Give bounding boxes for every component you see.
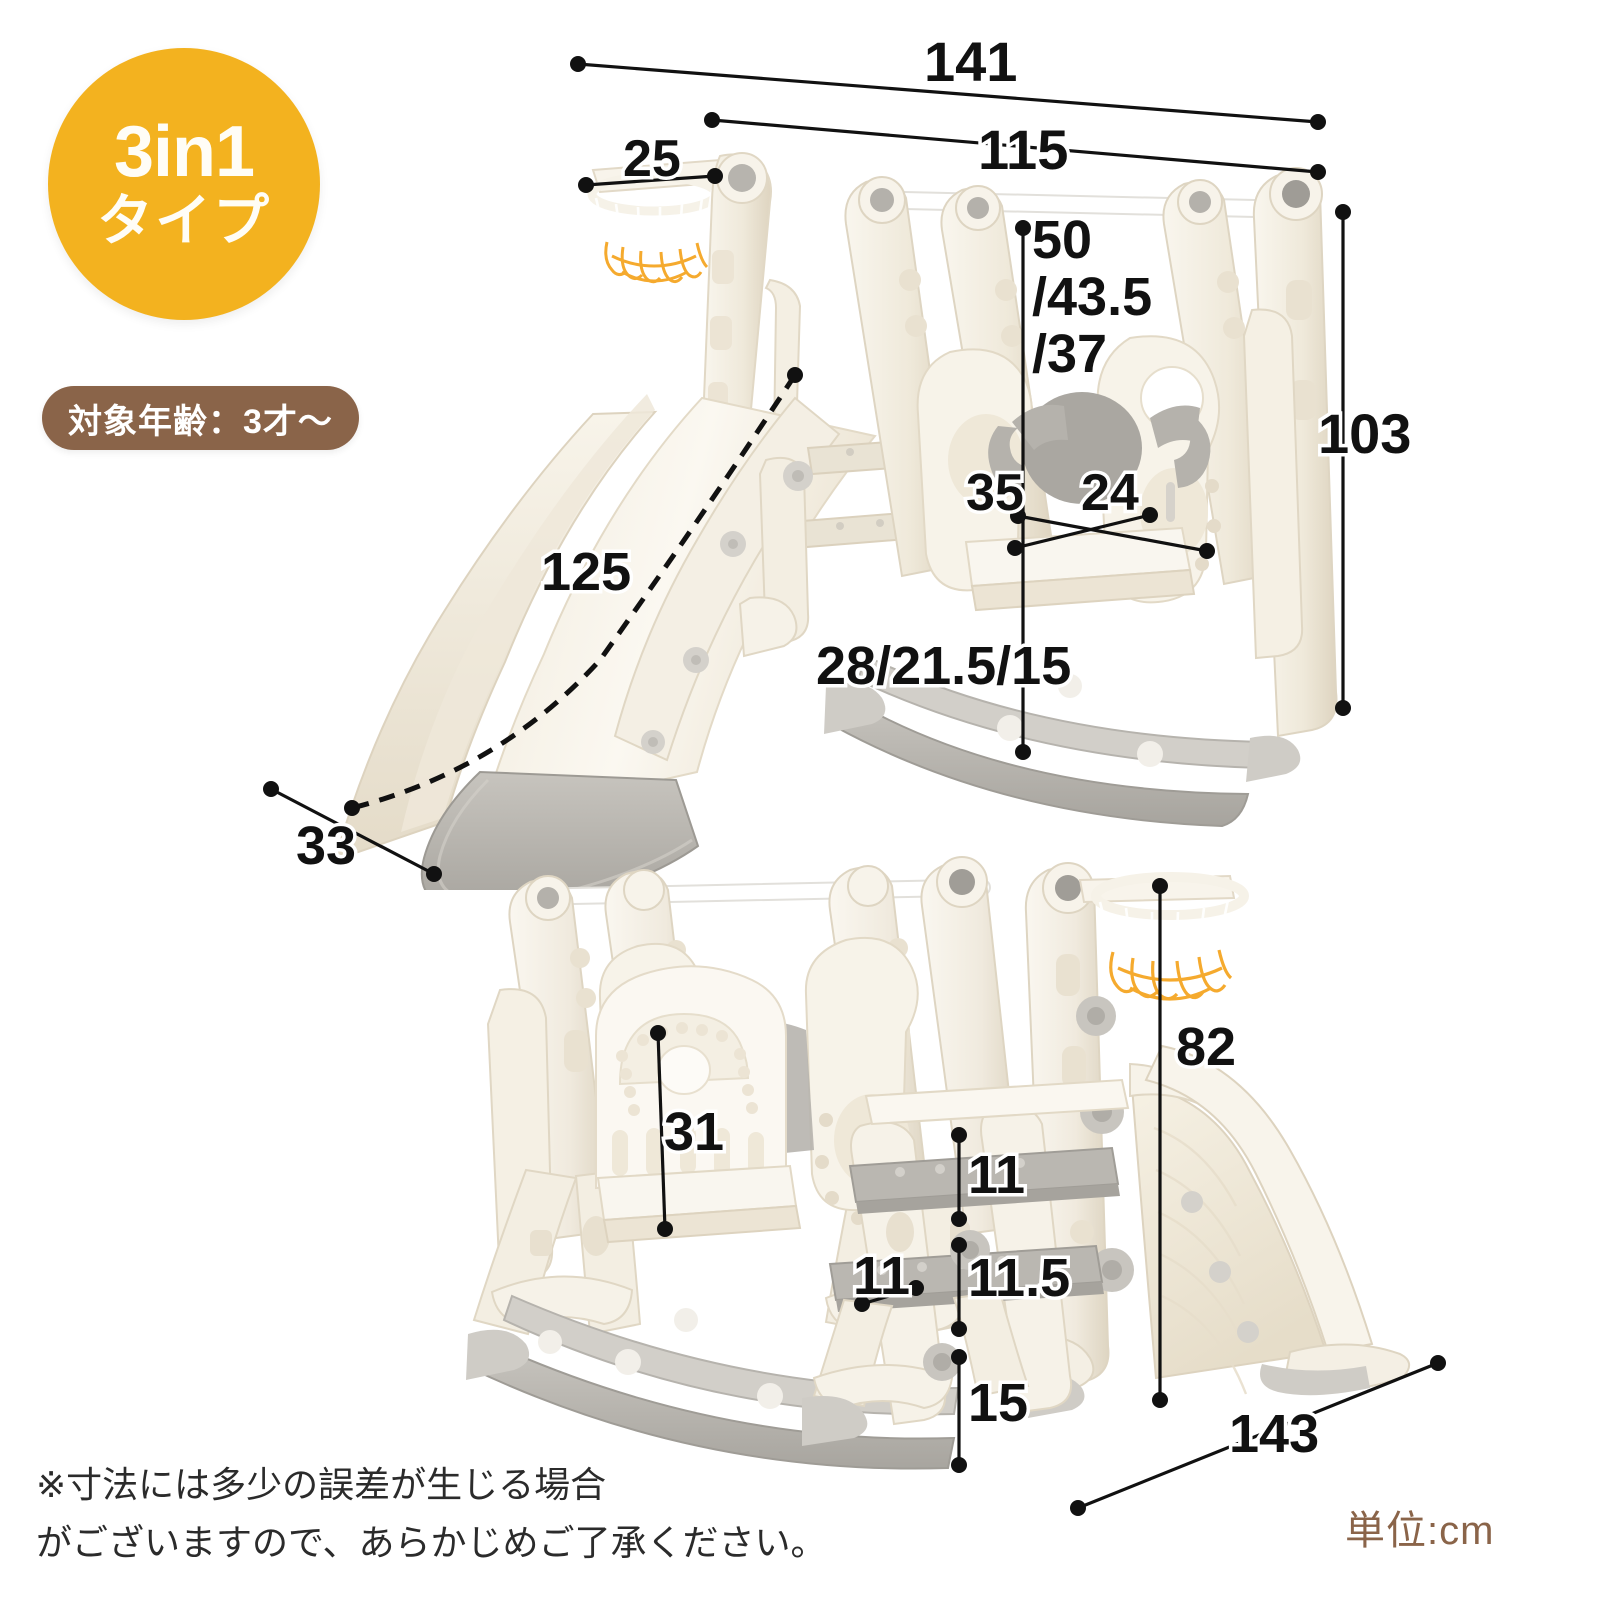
dim-swing-seat-heights: 50 /43.5 /37 [1028,208,1155,387]
badge-3in1-line1: 3in1 [113,112,255,193]
dim-35: 35 [963,462,1028,524]
product-illustration-top [333,152,1338,890]
footnote-line-2: がございますので、あらかじめご了承ください。 [36,1522,827,1564]
slide-ladder-bottom [802,862,1411,1446]
badge-3in1: 3in1 タイプ [48,48,320,320]
badge-age: 対象年齢：3才〜 [42,386,359,450]
dim-82: 82 [1172,1015,1239,1080]
dim-25: 25 [620,128,685,190]
dim-33: 33 [292,814,359,879]
dim-11-5: 11.5 [964,1246,1073,1311]
dim-11-top: 11 [964,1143,1028,1208]
footnote-line-1: ※寸法には多少の誤差が生じる場合 [36,1464,607,1505]
dim-143: 143 [1225,1402,1322,1467]
unit-label: 単位:cm [1345,1509,1495,1553]
dim-11-depth: 11 [849,1244,913,1309]
product-illustration-bottom [466,856,1411,1470]
dim-swing-lower-heights: 28/21.5/15 [812,634,1074,699]
dim-115: 115 [974,116,1071,183]
basketball-hoop-bottom [1078,872,1249,1001]
dim-141: 141 [920,28,1020,95]
badge-3in1-line2: タイプ [97,188,271,252]
dim-31: 31 [660,1100,727,1165]
dim-125: 125 [537,540,634,605]
dim-24: 24 [1078,462,1143,524]
dim-103: 103 [1314,400,1414,467]
dim-15: 15 [964,1371,1031,1436]
footnote-block: ※寸法には多少の誤差が生じる場合 がございますので、あらかじめご了承ください。 [36,1456,827,1573]
swing-frame-top [824,167,1338,828]
